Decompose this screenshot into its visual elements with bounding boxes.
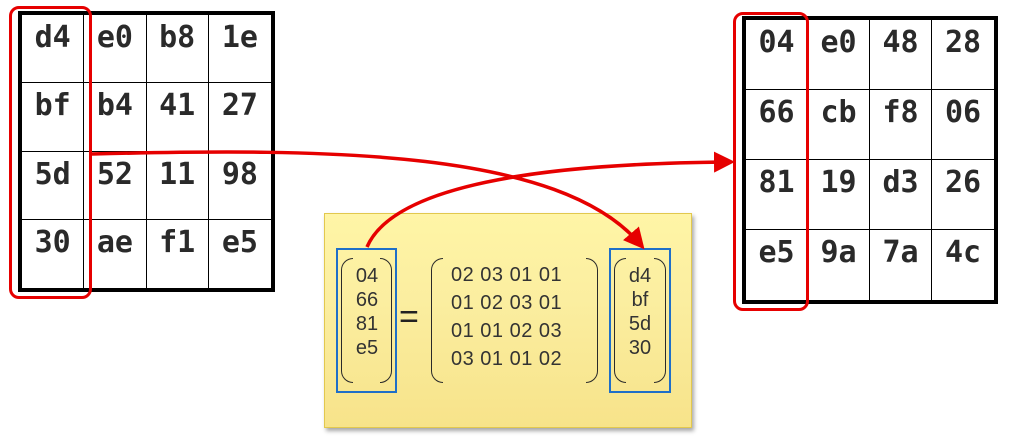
state-before-cell: 1e xyxy=(208,15,271,84)
mix-matrix-row: 03 01 01 02 xyxy=(451,348,563,370)
state-after-cell: 4c xyxy=(944,235,982,270)
state-after-cell: 26 xyxy=(932,160,994,230)
input-vector-entry: d4 xyxy=(628,265,652,287)
state-after-cell: d3 xyxy=(870,160,932,230)
result-vector-entry: e5 xyxy=(355,337,379,359)
result-vector-box xyxy=(336,248,397,393)
state-before-cell: 11 xyxy=(146,151,209,220)
state-after-cell: f8 xyxy=(870,90,932,160)
state-after-cell: 28 xyxy=(932,20,994,90)
mix-matrix-row: 02 03 01 01 xyxy=(451,264,563,286)
state-after-cell: 48 xyxy=(870,20,932,90)
state-before-cell: b8 xyxy=(146,15,209,84)
arrow-column-to-input xyxy=(91,150,645,250)
state-after-cell: 7a xyxy=(870,230,932,300)
state-before-cell: f1 xyxy=(147,219,209,288)
state-before-cell: d4 xyxy=(22,15,85,84)
input-vector-entry: 30 xyxy=(628,337,652,359)
state-before-cell: 30 xyxy=(22,219,85,288)
state-after-cell: 19 xyxy=(808,160,870,230)
result-vector-entry: 81 xyxy=(355,313,379,335)
input-vector: d4 bf 5d 30 xyxy=(620,264,660,360)
state-before-cell: e5 xyxy=(221,224,258,260)
input-vector-entry: 5d xyxy=(628,313,652,335)
state-before-cell: b4 xyxy=(84,83,147,152)
state-before-cell: 98 xyxy=(208,152,271,220)
state-before-cell: e0 xyxy=(84,15,147,84)
state-after-cell: cb xyxy=(808,90,870,160)
state-before-cell: bf xyxy=(22,83,85,152)
result-vector-entry: 04 xyxy=(355,265,379,287)
mix-matrix-row: 01 01 02 03 xyxy=(451,320,563,342)
result-vector: 04 66 81 e5 xyxy=(347,264,387,360)
input-vector-entry: bf xyxy=(631,289,649,311)
arrow-result-to-column xyxy=(365,151,735,248)
column-highlight-before xyxy=(9,6,92,299)
state-after-cell: e0 xyxy=(808,20,870,90)
mix-matrix-row: 01 02 03 01 xyxy=(451,292,563,314)
result-vector-entry: 66 xyxy=(355,289,379,311)
state-after-cell: 06 xyxy=(932,90,994,160)
state-before-cell: 52 xyxy=(84,151,147,220)
state-before-cell: 5d xyxy=(22,151,85,220)
equals-sign: = xyxy=(399,298,419,336)
state-before-cell: ae xyxy=(84,219,147,288)
state-before-cell: 41 xyxy=(146,83,209,152)
state-after-cell: 9a xyxy=(808,230,870,300)
